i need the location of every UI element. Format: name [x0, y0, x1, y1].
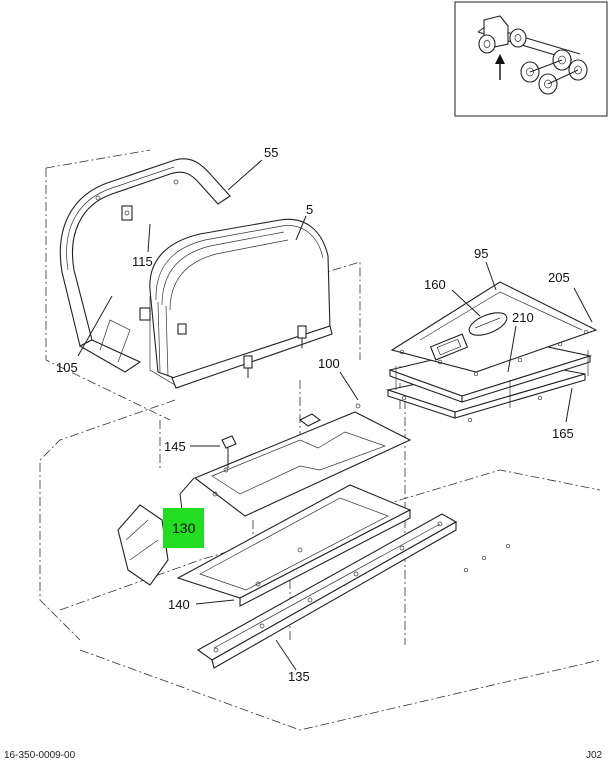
clip-145 [221, 435, 237, 468]
callout-105[interactable]: 105 [56, 360, 78, 375]
chassis-locator-icon [477, 15, 588, 95]
callout-160[interactable]: 160 [424, 277, 446, 292]
callout-130[interactable]: 130 [172, 520, 196, 536]
location-arrow-icon [495, 54, 505, 80]
sheet-code: J02 [586, 750, 603, 761]
callout-5[interactable]: 5 [306, 202, 313, 217]
channel-holes [213, 521, 443, 653]
chassis-background [117, 504, 511, 586]
battery-tray-stack [385, 281, 598, 423]
callout-140[interactable]: 140 [168, 597, 190, 612]
lower-pad [176, 484, 412, 607]
tray-holes [399, 329, 589, 423]
callout-135[interactable]: 135 [288, 669, 310, 684]
base-channel [196, 513, 458, 669]
callout-115[interactable]: 115 [132, 254, 153, 269]
callout-210[interactable]: 210 [512, 310, 534, 325]
battery-hold-down-frame [59, 158, 231, 373]
phantom-outlines [39, 149, 601, 731]
leader-lines [77, 159, 593, 671]
callout-165[interactable]: 165 [552, 426, 574, 441]
highlight-box-130 [163, 508, 204, 548]
drawing-number: 16-350-0009-00 [4, 750, 76, 761]
callout-95[interactable]: 95 [474, 246, 488, 261]
callout-205[interactable]: 205 [548, 270, 570, 285]
cover-latch-icon [139, 307, 307, 378]
callout-100[interactable]: 100 [318, 356, 340, 371]
callout-55[interactable]: 55 [264, 145, 278, 160]
callout-145[interactable]: 145 [164, 439, 186, 454]
battery-box-cover [139, 218, 333, 389]
locator-inset [454, 1, 608, 117]
upper-insulator-plate [193, 403, 412, 517]
